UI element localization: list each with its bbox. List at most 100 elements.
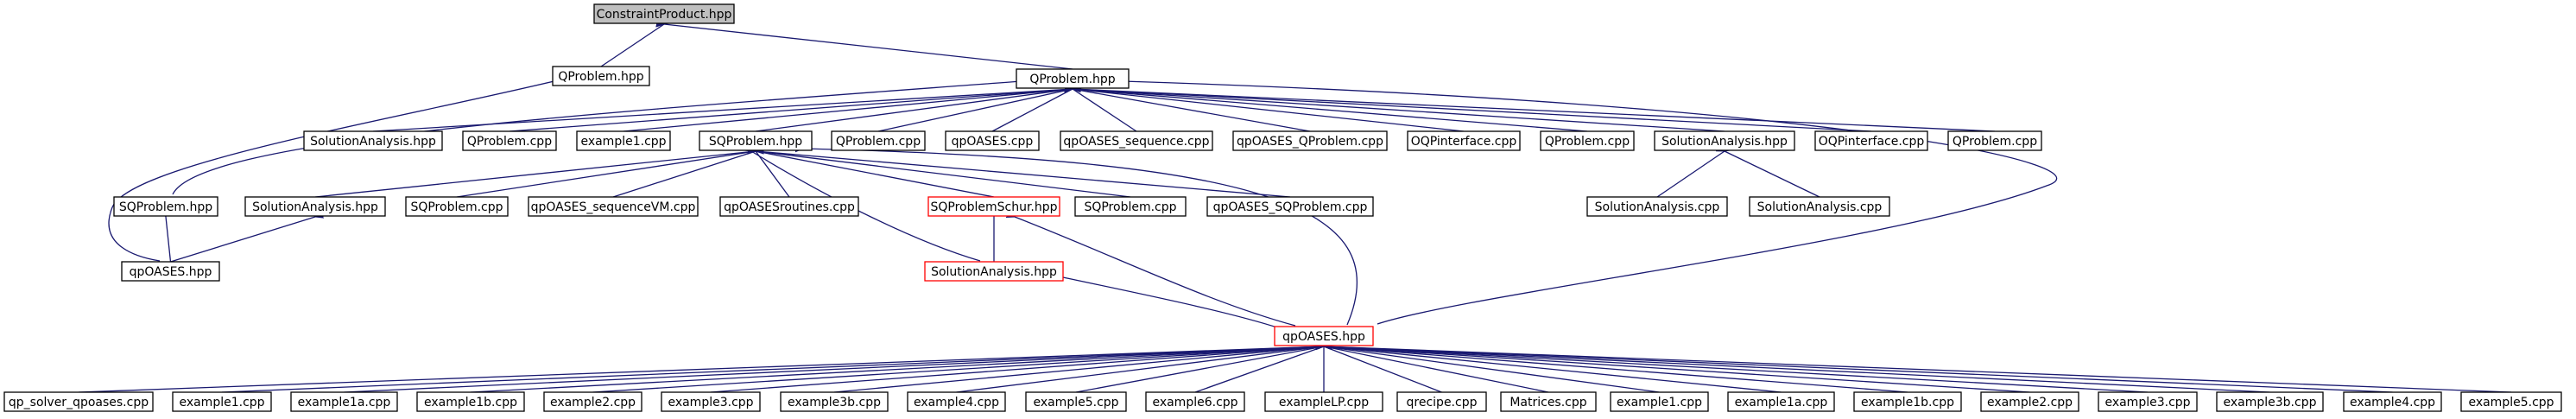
node-sqproblem-cpp[interactable]: SQProblem.cpp bbox=[1074, 196, 1187, 217]
node-qrecipe-cpp[interactable]: qrecipe.cpp bbox=[1396, 391, 1487, 412]
edge-n6-to-n23 bbox=[756, 151, 1291, 198]
node-example2-cpp[interactable]: example2.cpp bbox=[543, 391, 642, 412]
node-solutionanalysis-hpp[interactable]: SolutionAnalysis.hpp bbox=[244, 196, 386, 217]
node-label: example2.cpp bbox=[550, 396, 636, 409]
node-box bbox=[1586, 196, 1728, 217]
node-qp-solver-qpoases-cpp[interactable]: qp_solver_qpoases.cpp bbox=[3, 391, 154, 412]
node-box bbox=[290, 391, 398, 412]
edge-n28-to-n37 bbox=[1075, 346, 1324, 393]
node-qpoases-hpp[interactable]: qpOASES.hpp bbox=[1274, 326, 1374, 346]
edge-n17-to-n26 bbox=[170, 217, 316, 263]
node-box bbox=[1206, 196, 1374, 217]
node-example2-cpp[interactable]: example2.cpp bbox=[1980, 391, 2079, 412]
edge-n28-to-n41 bbox=[1324, 346, 1549, 393]
node-box bbox=[552, 66, 650, 86]
node-box bbox=[924, 261, 1064, 282]
node-box bbox=[1654, 130, 1795, 151]
node-qpoases-sqproblem-cpp[interactable]: qpOASES_SQProblem.cpp bbox=[1206, 196, 1374, 217]
node-example4-cpp[interactable]: example4.cpp bbox=[2343, 391, 2442, 412]
node-example1-cpp[interactable]: example1.cpp bbox=[576, 130, 671, 151]
node-oqpinterface-cpp[interactable]: OQPinterface.cpp bbox=[1814, 130, 1928, 151]
node-example3-cpp[interactable]: example3.cpp bbox=[661, 391, 761, 412]
edge-n28-to-n38 bbox=[1194, 346, 1324, 393]
edge-n28-to-n48 bbox=[1324, 346, 2393, 393]
node-box bbox=[1407, 130, 1521, 151]
node-example1b-cpp[interactable]: example1b.cpp bbox=[1853, 391, 1962, 412]
edge-n6-to-n22 bbox=[756, 151, 1131, 198]
edge-n6-to-n19 bbox=[612, 151, 756, 198]
node-sqproblemschur-hpp[interactable]: SQProblemSchur.hpp bbox=[927, 196, 1060, 217]
node-solutionanalysis-hpp[interactable]: SolutionAnalysis.hpp bbox=[303, 130, 443, 151]
node-sqproblem-hpp[interactable]: SQProblem.hpp bbox=[113, 196, 218, 217]
node-qpoases-sequencevm-cpp[interactable]: qpOASES_sequenceVM.cpp bbox=[528, 196, 699, 217]
node-sqproblem-cpp[interactable]: SQProblem.cpp bbox=[405, 196, 509, 217]
node-qpoases-sequence-cpp[interactable]: qpOASES_sequence.cpp bbox=[1060, 130, 1213, 151]
node-qproblem-cpp[interactable]: QProblem.cpp bbox=[831, 130, 926, 151]
edge-n28-to-n29 bbox=[78, 346, 1324, 393]
edge-n21-to-n28 bbox=[1015, 217, 1296, 327]
node-qpoases-cpp[interactable]: qpOASES.cpp bbox=[945, 130, 1040, 151]
node-oqpinterface-cpp[interactable]: OQPinterface.cpp bbox=[1407, 130, 1521, 151]
edge-n2-to-n11 bbox=[1073, 89, 1465, 132]
node-example6-cpp[interactable]: example6.cpp bbox=[1145, 391, 1245, 412]
node-label: qpOASES.hpp bbox=[1282, 330, 1365, 344]
edge-n28-to-n45 bbox=[1324, 346, 2030, 393]
node-example1a-cpp[interactable]: example1a.cpp bbox=[290, 391, 398, 412]
node-example3b-cpp[interactable]: example3b.cpp bbox=[780, 391, 889, 412]
node-label: SolutionAnalysis.hpp bbox=[931, 265, 1057, 279]
edge-n28-to-n43 bbox=[1324, 346, 1782, 393]
edge-n28-to-n34 bbox=[710, 346, 1324, 393]
node-example3-cpp[interactable]: example3.cpp bbox=[2098, 391, 2198, 412]
edge-n27-to-n28 bbox=[1063, 277, 1281, 329]
node-label: example1a.cpp bbox=[1735, 396, 1828, 409]
node-qpoases-hpp[interactable]: qpOASES.hpp bbox=[121, 261, 220, 282]
node-label: QProblem.hpp bbox=[1029, 73, 1115, 86]
node-example3b-cpp[interactable]: example3b.cpp bbox=[2216, 391, 2324, 412]
node-qproblem-hpp[interactable]: QProblem.hpp bbox=[1016, 68, 1130, 89]
node-qproblem-hpp[interactable]: QProblem.hpp bbox=[552, 66, 650, 86]
node-qproblem-cpp[interactable]: QProblem.cpp bbox=[1947, 130, 2042, 151]
node-label: qpOASES_sequenceVM.cpp bbox=[531, 200, 696, 214]
node-label: QProblem.hpp bbox=[558, 70, 643, 84]
node-example1-cpp[interactable]: example1.cpp bbox=[172, 391, 272, 412]
node-box bbox=[699, 130, 813, 151]
node-examplelp-cpp[interactable]: exampleLP.cpp bbox=[1264, 391, 1383, 412]
node-example1a-cpp[interactable]: example1a.cpp bbox=[1727, 391, 1835, 412]
node-example1-cpp[interactable]: example1.cpp bbox=[1610, 391, 1709, 412]
node-solutionanalysis-cpp[interactable]: SolutionAnalysis.cpp bbox=[1749, 196, 1890, 217]
edge-n2-to-n5 bbox=[623, 89, 1073, 132]
node-box bbox=[303, 130, 443, 151]
node-example5-cpp[interactable]: example5.cpp bbox=[2460, 391, 2562, 412]
edge-n2-to-n13 bbox=[1073, 89, 1725, 132]
node-label: SolutionAnalysis.cpp bbox=[1757, 200, 1883, 214]
node-box bbox=[1074, 196, 1187, 217]
node-solutionanalysis-hpp[interactable]: SolutionAnalysis.hpp bbox=[1654, 130, 1795, 151]
node-example1b-cpp[interactable]: example1b.cpp bbox=[416, 391, 525, 412]
node-qproblem-cpp[interactable]: QProblem.cpp bbox=[1540, 130, 1635, 151]
node-qproblem-cpp[interactable]: QProblem.cpp bbox=[462, 130, 557, 151]
node-label: example5.cpp bbox=[1033, 396, 1118, 409]
node-box bbox=[945, 130, 1040, 151]
node-qpoasesroutines-cpp[interactable]: qpOASESroutines.cpp bbox=[719, 196, 859, 217]
node-solutionanalysis-hpp[interactable]: SolutionAnalysis.hpp bbox=[924, 261, 1064, 282]
node-box bbox=[244, 196, 386, 217]
node-box bbox=[1016, 68, 1130, 89]
node-solutionanalysis-cpp[interactable]: SolutionAnalysis.cpp bbox=[1586, 196, 1728, 217]
node-example5-cpp[interactable]: example5.cpp bbox=[1025, 391, 1127, 412]
edge-n6-to-n20 bbox=[756, 151, 790, 198]
node-label: SQProblem.cpp bbox=[1084, 200, 1176, 214]
node-matrices-cpp[interactable]: Matrices.cpp bbox=[1500, 391, 1597, 412]
edge-n2-to-n9 bbox=[1073, 89, 1137, 132]
node-sqproblem-hpp[interactable]: SQProblem.hpp bbox=[699, 130, 813, 151]
node-box bbox=[1610, 391, 1709, 412]
node-label: OQPinterface.cpp bbox=[1819, 135, 1925, 149]
node-label: example6.cpp bbox=[1152, 396, 1237, 409]
edge-n28-to-n30 bbox=[221, 346, 1324, 393]
node-example4-cpp[interactable]: example4.cpp bbox=[907, 391, 1006, 412]
node-qpoases-qproblem-cpp[interactable]: qpOASES_QProblem.cpp bbox=[1232, 130, 1388, 151]
node-box bbox=[576, 130, 671, 151]
edge-n2-to-n4 bbox=[509, 89, 1073, 132]
edge-n6-to-n28 bbox=[803, 149, 1358, 326]
node-label: example3b.cpp bbox=[2224, 396, 2317, 409]
